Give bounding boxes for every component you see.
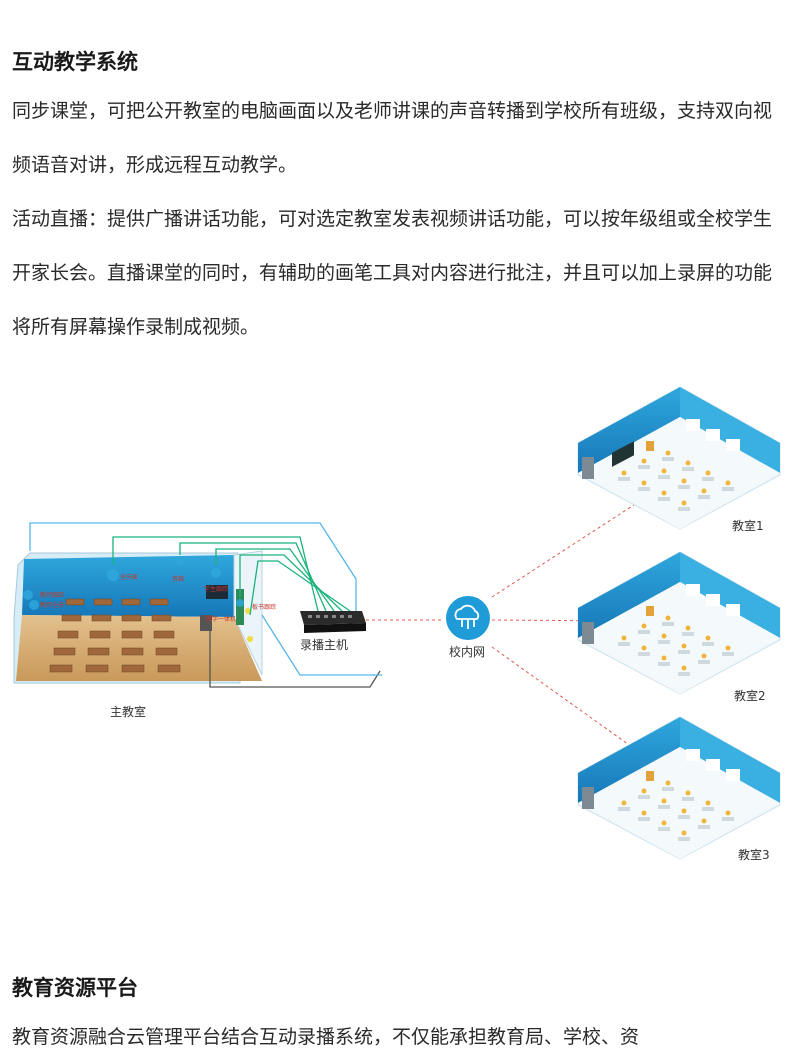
device-labels: 全向麦 音箱 学生跟踪 教师跟踪 教师全景 教学一体机 板书跟踪 xyxy=(40,573,276,623)
remote-classroom-1 xyxy=(577,386,781,530)
device-label-teacher-panorama: 教师全景 xyxy=(40,601,64,609)
paragraph-sync-classroom: 同步课堂，可把公开教室的电脑画面以及老师讲课的声音转播到学校所有班级，支持双向视… xyxy=(12,100,773,176)
remote-classroom-3 xyxy=(577,716,781,860)
paragraph-live-broadcast: 活动直播：提供广播讲话功能，可对选定教室发表视频讲话功能，可以按年级组或全校学生… xyxy=(12,208,773,338)
device-label-smart-board: 教学一体机 xyxy=(206,615,236,623)
section-title-interactive-teaching: 互动教学系统 xyxy=(12,50,138,74)
main-classroom-illustration: 全向麦 音箱 学生跟踪 教师跟踪 教师全景 教学一体机 板书跟踪 xyxy=(13,550,276,684)
system-diagram: 全向麦 音箱 学生跟踪 教师跟踪 教师全景 教学一体机 板书跟踪 录播主机 主教… xyxy=(13,386,781,862)
remote-classroom-2 xyxy=(577,551,781,695)
main-classroom-label: 主教室 xyxy=(110,704,146,719)
network-label: 校内网 xyxy=(449,644,485,659)
device-label-omni-mic: 全向麦 xyxy=(120,573,138,581)
cloud-network-icon xyxy=(454,604,480,629)
paragraph-resource-platform: 教育资源融合云管理平台结合互动录播系统，不仅能承担教育局、学校、资 xyxy=(12,1026,640,1048)
section-title-education-resources: 教育资源平台 xyxy=(12,976,138,1000)
recorder-host xyxy=(300,611,366,633)
campus-network-node xyxy=(446,596,490,640)
device-label-teacher-tracking: 教师跟踪 xyxy=(40,591,64,599)
classroom-1-label: 教室1 xyxy=(732,518,764,533)
device-label-board-tracking: 板书跟踪 xyxy=(252,603,276,611)
signal-cables xyxy=(29,522,382,688)
recorder-label: 录播主机 xyxy=(300,638,348,652)
device-label-speaker: 音箱 xyxy=(172,575,184,583)
classroom-2-label: 教室2 xyxy=(734,688,766,703)
classroom-3-label: 教室3 xyxy=(738,847,770,862)
device-label-student-tracking: 学生跟踪 xyxy=(204,585,228,593)
